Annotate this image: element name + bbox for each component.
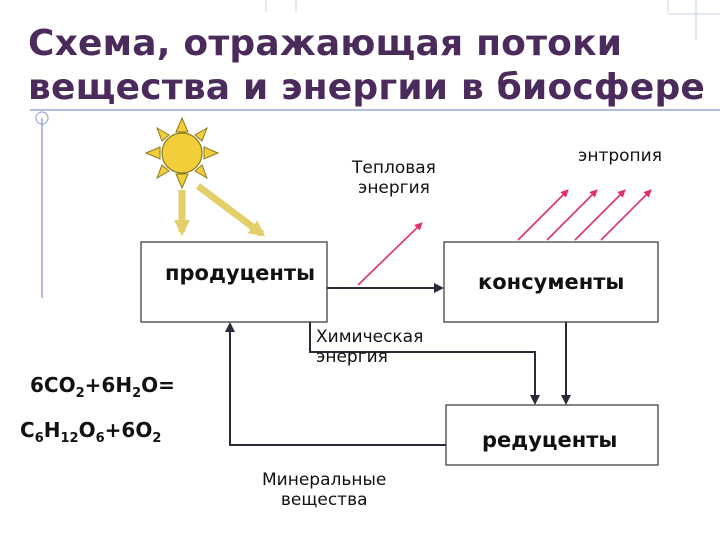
- heat-arrow: [357, 222, 423, 286]
- consumers-label: консументы: [478, 270, 625, 294]
- entropy-label: энтропия: [578, 146, 662, 166]
- producers-label: продуценты: [165, 261, 316, 285]
- flow-minerals-to-producers: [225, 322, 446, 446]
- decomposers-box: [445, 404, 659, 466]
- solar-energy-arrows: [174, 183, 266, 237]
- sun-icon: [144, 116, 220, 190]
- entropy-arrows: [517, 189, 652, 241]
- photosynthesis-equation-line-1: 6CO2+6H2O=: [30, 373, 175, 401]
- minerals-label: Минеральные вещества: [262, 470, 387, 510]
- title-line-2: вещества и энергии в биосфере: [28, 67, 706, 108]
- producers-box: [140, 241, 328, 323]
- chemical-energy-label: Химическая энергия: [316, 327, 424, 367]
- photosynthesis-equation-line-2: C6H12O6+6O2: [20, 418, 162, 446]
- page-title: Схема, отражающая потоки вещества и энер…: [28, 22, 718, 110]
- thermal-energy-label: Тепловая энергия: [352, 158, 436, 198]
- slide-decoration: [30, 0, 720, 298]
- consumers-box: [443, 241, 659, 323]
- decomposers-label: редуценты: [482, 428, 618, 452]
- flow-producers-decomposers: [309, 322, 540, 405]
- title-line-1: Схема, отражающая потоки: [28, 23, 623, 64]
